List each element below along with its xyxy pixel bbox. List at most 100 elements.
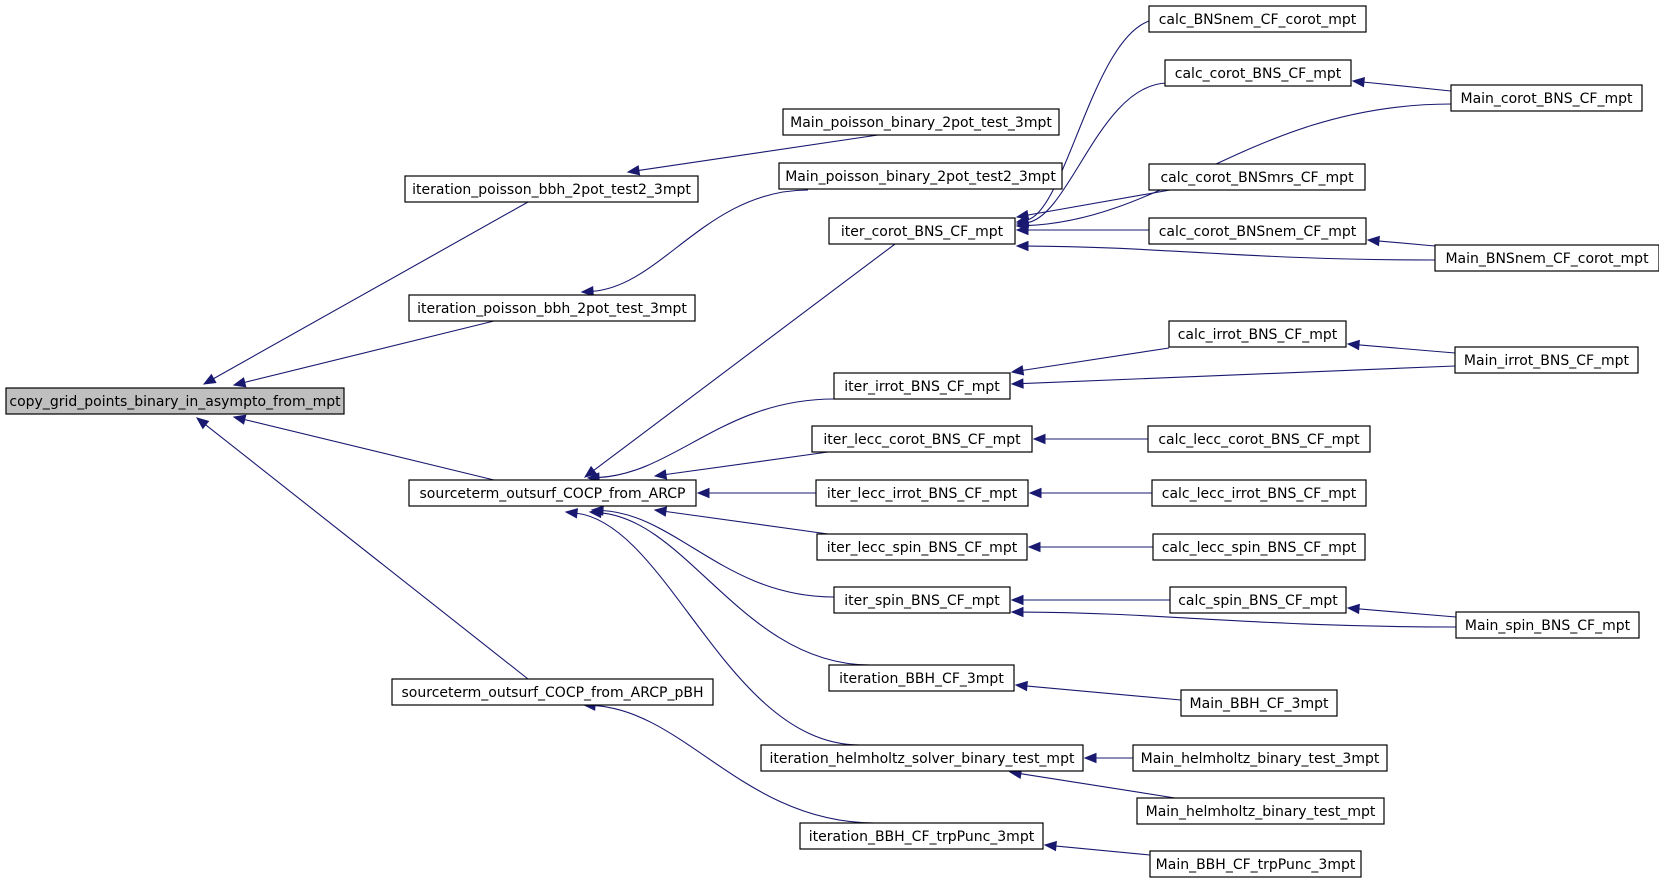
node-ipbt[interactable]: iteration_poisson_bbh_2pot_test_3mpt bbox=[408, 294, 696, 322]
node-cmrs[interactable]: calc_corot_BNSmrs_CF_mpt bbox=[1148, 163, 1366, 191]
node-mnem[interactable]: Main_BNSnem_CF_corot_mpt bbox=[1434, 244, 1659, 272]
edge-mbbh-to-ibbh bbox=[1014, 680, 1182, 701]
edge-line bbox=[601, 509, 835, 598]
node-box bbox=[408, 294, 696, 322]
node-box bbox=[1169, 586, 1347, 614]
node-label: iter_corot_BNS_CF_mpt bbox=[841, 224, 1004, 240]
node-mpbt3[interactable]: Main_poisson_binary_2pot_test_3mpt bbox=[782, 108, 1060, 136]
node-label: Main_BBH_CF_3mpt bbox=[1190, 696, 1329, 712]
node-label: copy_grid_points_binary_in_asympto_from_… bbox=[9, 394, 341, 410]
node-box bbox=[760, 744, 1084, 772]
arrowhead bbox=[195, 417, 210, 430]
node-box bbox=[5, 387, 345, 415]
edge-mirrot-to-iirrot bbox=[1010, 365, 1456, 389]
edge-mnem-to-cnem bbox=[1366, 235, 1436, 247]
node-clcorot[interactable]: calc_lecc_corot_BNS_CF_mpt bbox=[1147, 425, 1371, 453]
arrowhead bbox=[1010, 365, 1025, 376]
node-box bbox=[1136, 797, 1385, 825]
node-label: iteration_BBH_CF_3mpt bbox=[839, 671, 1004, 687]
node-label: Main_spin_BNS_CF_mpt bbox=[1465, 618, 1631, 634]
node-ilcorot[interactable]: iter_lecc_corot_BNS_CF_mpt bbox=[811, 425, 1033, 453]
node-label: Main_corot_BNS_CF_mpt bbox=[1461, 91, 1634, 107]
node-label: iter_irrot_BNS_CF_mpt bbox=[844, 379, 1000, 395]
node-mbbhtp[interactable]: Main_BBH_CF_trpPunc_3mpt bbox=[1149, 850, 1362, 878]
arrowhead bbox=[1028, 487, 1042, 499]
node-cnemcorot[interactable]: calc_BNSnem_CF_corot_mpt bbox=[1148, 5, 1367, 33]
node-label: iter_lecc_corot_BNS_CF_mpt bbox=[823, 432, 1021, 448]
edge-line bbox=[1054, 845, 1151, 856]
edge-cmrs-to-icorot bbox=[1015, 189, 1171, 221]
edge-line bbox=[597, 398, 835, 479]
arrowhead bbox=[1010, 606, 1024, 618]
edge-line bbox=[593, 705, 876, 824]
edge-line bbox=[1026, 82, 1169, 224]
edge-mcorot-to-ccorot bbox=[1351, 76, 1452, 92]
node-label: Main_irrot_BNS_CF_mpt bbox=[1464, 353, 1630, 369]
node-mhelm3[interactable]: Main_helmholtz_binary_test_3mpt bbox=[1132, 744, 1388, 772]
edge-ccorot-to-icorot bbox=[1015, 82, 1169, 228]
node-label: calc_corot_BNS_CF_mpt bbox=[1175, 66, 1342, 82]
edge-mhelm3-to-ihelm bbox=[1083, 752, 1133, 764]
edge-line bbox=[1026, 245, 1436, 261]
node-ibbh[interactable]: iteration_BBH_CF_3mpt bbox=[828, 664, 1015, 692]
edge-cnem-to-icorot bbox=[1015, 224, 1149, 236]
arrowhead bbox=[1032, 433, 1046, 445]
edge-line bbox=[1021, 347, 1170, 372]
edge-line bbox=[637, 134, 879, 172]
node-label: Main_helmholtz_binary_test_mpt bbox=[1146, 804, 1376, 820]
edge-line bbox=[1357, 344, 1456, 354]
node-root[interactable]: copy_grid_points_binary_in_asympto_from_… bbox=[5, 387, 345, 415]
arrowhead bbox=[1014, 680, 1028, 692]
node-box bbox=[1148, 163, 1366, 191]
node-clspin[interactable]: calc_lecc_spin_BNS_CF_mpt bbox=[1152, 533, 1366, 561]
edge-cirrot-to-iirrot bbox=[1010, 347, 1170, 376]
node-label: calc_lecc_spin_BNS_CF_mpt bbox=[1162, 540, 1357, 556]
node-mhelm[interactable]: Main_helmholtz_binary_test_mpt bbox=[1136, 797, 1385, 825]
node-socf[interactable]: sourceterm_outsurf_COCP_from_ARCP bbox=[408, 479, 697, 507]
node-label: iter_lecc_spin_BNS_CF_mpt bbox=[827, 540, 1018, 556]
node-cspin[interactable]: calc_spin_BNS_CF_mpt bbox=[1169, 586, 1347, 614]
node-ccorot[interactable]: calc_corot_BNS_CF_mpt bbox=[1164, 59, 1352, 87]
edge-line bbox=[591, 189, 809, 292]
node-mbbh[interactable]: Main_BBH_CF_3mpt bbox=[1180, 689, 1338, 717]
node-ilirrot[interactable]: iter_lecc_irrot_BNS_CF_mpt bbox=[815, 479, 1029, 507]
arrowhead bbox=[1015, 224, 1029, 236]
node-ispin[interactable]: iter_spin_BNS_CF_mpt bbox=[833, 586, 1011, 614]
node-cnem[interactable]: calc_corot_BNSnem_CF_mpt bbox=[1148, 217, 1367, 245]
node-mpbt2[interactable]: Main_poisson_binary_2pot_test2_3mpt bbox=[778, 162, 1063, 190]
node-iirrot[interactable]: iter_irrot_BNS_CF_mpt bbox=[833, 372, 1011, 400]
node-ibbhtp[interactable]: iteration_BBH_CF_trpPunc_3mpt bbox=[799, 822, 1044, 850]
arrowhead bbox=[696, 487, 710, 499]
edge-line bbox=[1026, 103, 1452, 227]
node-mcorot[interactable]: Main_corot_BNS_CF_mpt bbox=[1450, 84, 1643, 112]
node-label: iteration_helmholtz_solver_binary_test_m… bbox=[770, 751, 1075, 767]
node-label: iteration_poisson_bbh_2pot_test_3mpt bbox=[417, 301, 687, 317]
node-ilspin[interactable]: iter_lecc_spin_BNS_CF_mpt bbox=[816, 533, 1028, 561]
node-label: Main_poisson_binary_2pot_test_3mpt bbox=[790, 115, 1052, 131]
node-mirrot[interactable]: Main_irrot_BNS_CF_mpt bbox=[1454, 346, 1639, 374]
node-label: Main_helmholtz_binary_test_3mpt bbox=[1141, 751, 1380, 767]
edge-socfp-to-root bbox=[195, 417, 529, 680]
edge-mbbhtp-to-ibbhtp bbox=[1043, 840, 1151, 856]
node-mspin[interactable]: Main_spin_BNS_CF_mpt bbox=[1455, 611, 1640, 639]
node-ihelm[interactable]: iteration_helmholtz_solver_binary_test_m… bbox=[760, 744, 1084, 772]
edge-ipbt-to-root bbox=[232, 320, 495, 388]
arrowhead bbox=[1366, 235, 1380, 247]
arrowhead bbox=[1010, 594, 1024, 606]
node-box bbox=[816, 533, 1028, 561]
node-ipb2t2[interactable]: iteration_poisson_bbh_2pot_test2_3mpt bbox=[404, 175, 699, 203]
node-box bbox=[828, 217, 1016, 245]
node-clirrot[interactable]: calc_lecc_irrot_BNS_CF_mpt bbox=[1151, 479, 1367, 507]
node-socfp[interactable]: sourceterm_outsurf_COCP_from_ARCP_pBH bbox=[391, 678, 714, 706]
edge-mpbt3-to-ipb2t2 bbox=[626, 134, 879, 176]
node-label: calc_corot_BNSmrs_CF_mpt bbox=[1160, 170, 1354, 186]
node-box bbox=[1454, 346, 1639, 374]
edge-line bbox=[599, 512, 871, 666]
node-cirrot[interactable]: calc_irrot_BNS_CF_mpt bbox=[1168, 320, 1347, 348]
node-icorot[interactable]: iter_corot_BNS_CF_mpt bbox=[828, 217, 1016, 245]
node-label: iteration_poisson_bbh_2pot_test2_3mpt bbox=[412, 182, 691, 198]
node-box bbox=[1180, 689, 1338, 717]
node-box bbox=[1168, 320, 1347, 348]
arrowhead bbox=[1043, 840, 1057, 852]
